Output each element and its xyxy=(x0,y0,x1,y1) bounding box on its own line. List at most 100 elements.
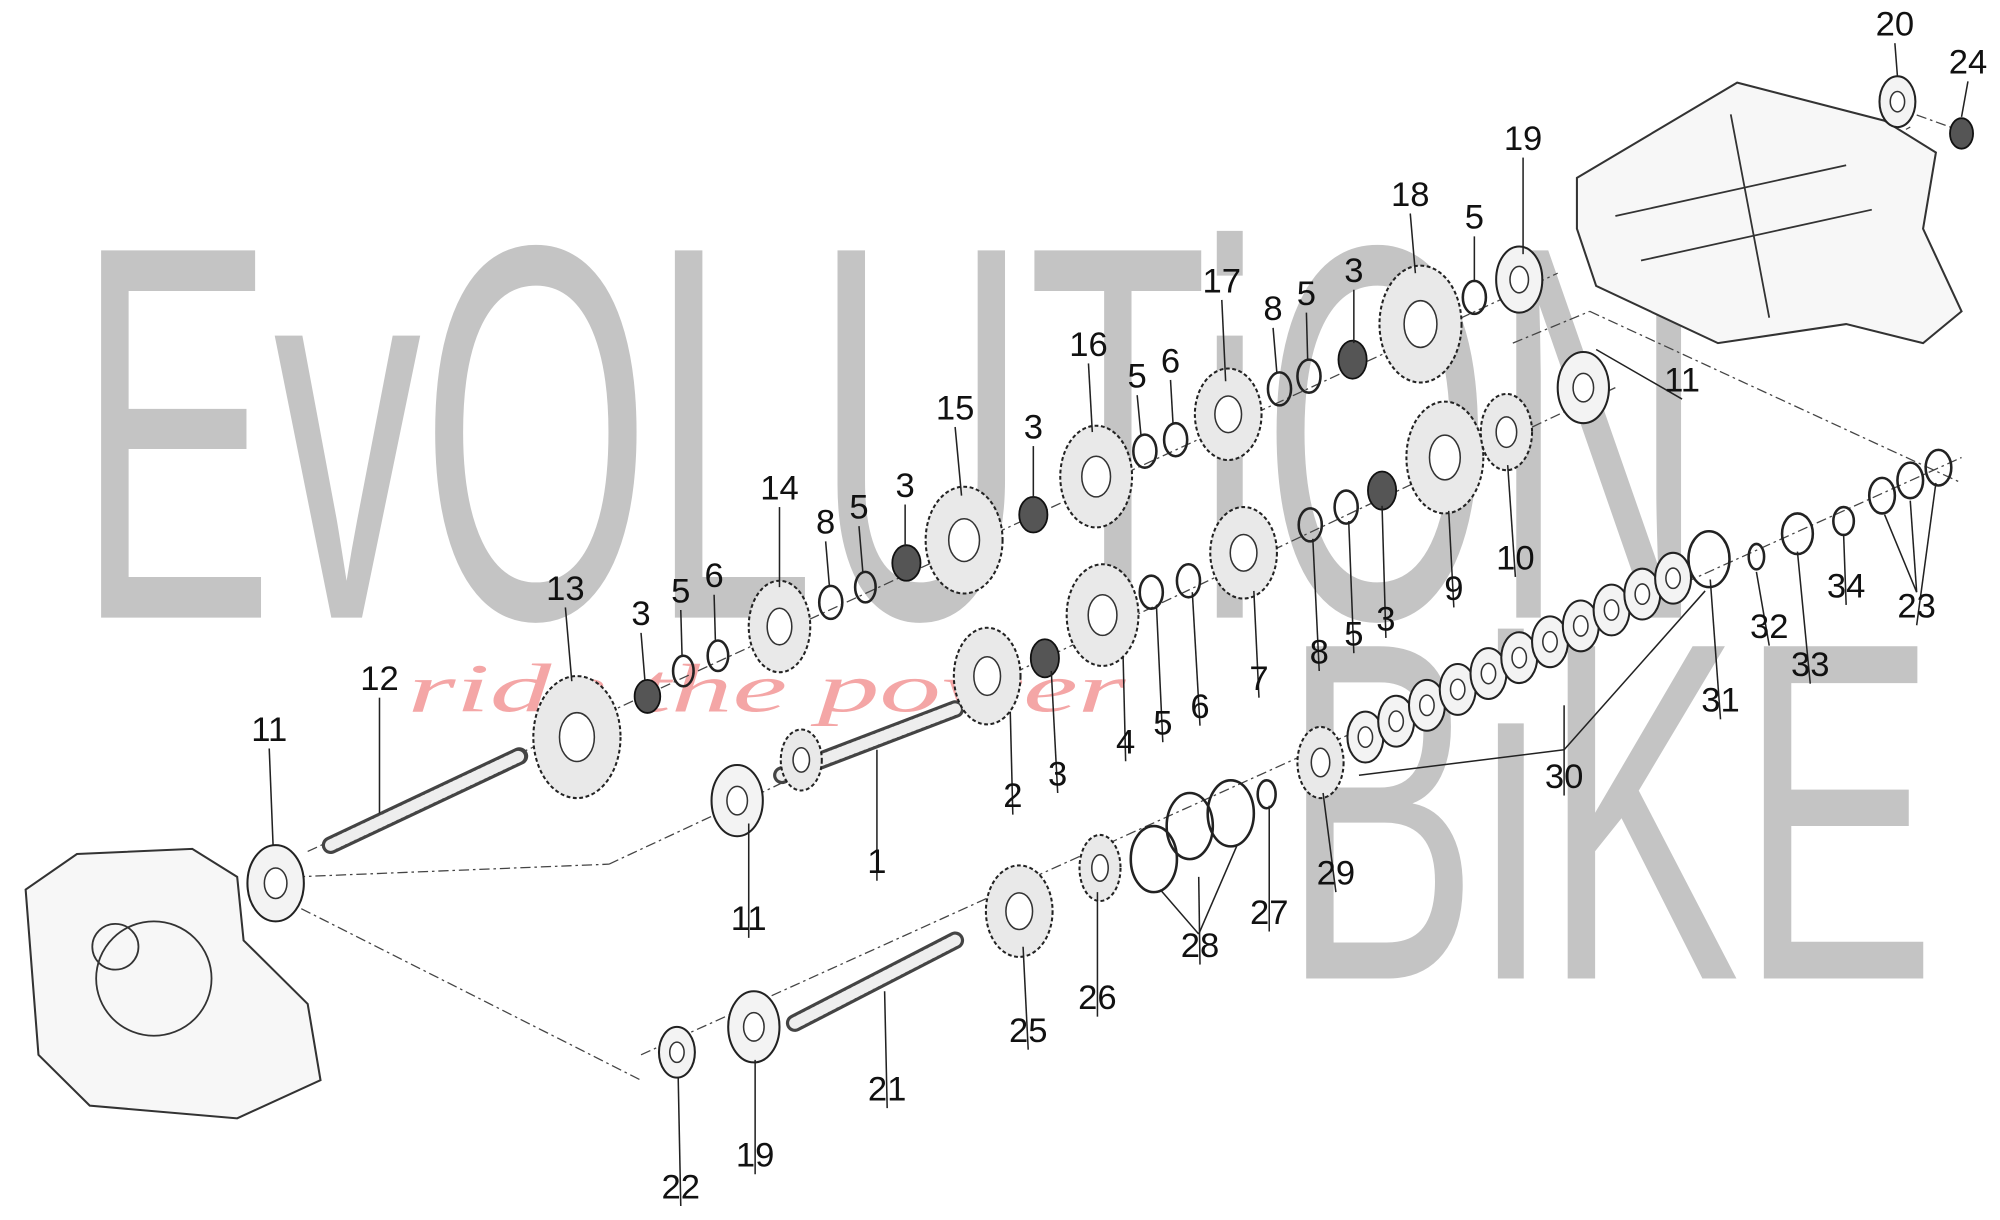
leader-line xyxy=(640,632,646,680)
callout-3: 3 xyxy=(1344,252,1363,290)
callout-19: 19 xyxy=(1504,120,1542,158)
washer-31 xyxy=(1687,529,1731,589)
callout-11: 11 xyxy=(731,900,767,938)
shim-28 xyxy=(1206,779,1256,848)
oil-seal-20-bore xyxy=(1889,90,1906,113)
washer-5 xyxy=(1138,574,1165,610)
shaft-12-splines xyxy=(325,750,525,851)
callout-5: 5 xyxy=(671,573,690,611)
callout-28: 28 xyxy=(1181,927,1219,965)
callout-31: 31 xyxy=(1701,682,1739,720)
callout-26: 26 xyxy=(1078,979,1116,1017)
clutch-disc-30-bore xyxy=(1572,614,1589,637)
callout-5: 5 xyxy=(1465,199,1484,237)
leader-line xyxy=(1909,500,1918,593)
callout-3: 3 xyxy=(896,467,915,505)
gear-2-bore xyxy=(973,656,1002,697)
leader-line xyxy=(1709,579,1722,720)
leader-line xyxy=(1155,604,1164,743)
leader-line xyxy=(1253,590,1260,698)
leader-line xyxy=(268,748,274,846)
callout-25: 25 xyxy=(1009,1012,1047,1050)
callout-16: 16 xyxy=(1069,326,1107,364)
callout-8: 8 xyxy=(816,504,835,542)
shim-28 xyxy=(1165,791,1215,861)
circlip-6 xyxy=(1162,421,1189,458)
leader-line xyxy=(1272,327,1278,374)
bearing-19-bore xyxy=(742,1011,765,1042)
washer-5 xyxy=(1296,358,1322,394)
crankcase-bore xyxy=(91,923,140,971)
callout-3: 3 xyxy=(631,595,650,633)
callout-4: 4 xyxy=(1116,724,1135,762)
leader-line xyxy=(1050,670,1059,794)
needle-bearing-3 xyxy=(1337,339,1368,380)
leader-line xyxy=(1447,510,1455,608)
leader-line xyxy=(1563,590,1706,751)
bearing-11-bore xyxy=(263,867,288,900)
clutch-disc-30-bore xyxy=(1511,646,1528,669)
gear-18-bore xyxy=(1403,299,1438,349)
leader-line xyxy=(824,541,831,588)
parts xyxy=(24,75,1974,1120)
circlip-6 xyxy=(1175,562,1202,599)
callout-8: 8 xyxy=(1310,634,1329,672)
leader-line xyxy=(1409,213,1417,274)
gear-7-bore xyxy=(1229,533,1258,572)
gear-16-bore xyxy=(1081,455,1112,498)
callout-7: 7 xyxy=(1249,660,1268,698)
axis-line xyxy=(300,908,642,1081)
callout-2: 2 xyxy=(1003,777,1022,815)
callout-6: 6 xyxy=(1161,342,1180,380)
callout-10: 10 xyxy=(1496,539,1534,577)
callout-23: 23 xyxy=(1897,588,1935,626)
leader-line xyxy=(1796,551,1812,684)
circlip-32 xyxy=(1747,542,1766,571)
axis-line xyxy=(294,863,610,878)
right-gearbox-cover xyxy=(1575,81,1963,345)
leader-line xyxy=(1894,43,1899,77)
leader-line xyxy=(883,991,888,1109)
leader-line xyxy=(677,1077,682,1207)
callout-34: 34 xyxy=(1827,567,1865,605)
leader-line xyxy=(1022,946,1029,1050)
callout-19: 19 xyxy=(736,1137,774,1175)
needle-bearing-3 xyxy=(1029,638,1060,679)
leader-line xyxy=(1595,348,1683,400)
callout-21: 21 xyxy=(868,1071,906,1109)
needle-bearing-3 xyxy=(633,679,662,714)
crankcase-bore xyxy=(95,920,213,1037)
hub-29-bore xyxy=(1310,747,1331,778)
leader-line xyxy=(1191,592,1201,726)
callout-30: 30 xyxy=(1545,758,1583,796)
callout-29: 29 xyxy=(1317,855,1355,893)
gear-14-bore xyxy=(766,607,793,646)
leader-line xyxy=(1960,81,1969,118)
leader-line xyxy=(1915,482,1937,626)
part-26-bore xyxy=(1091,853,1109,882)
washer-8 xyxy=(1266,371,1293,407)
callout-11: 11 xyxy=(1664,362,1700,400)
callout-5: 5 xyxy=(849,489,868,527)
callout-6: 6 xyxy=(704,557,723,595)
leader-line xyxy=(1305,312,1309,361)
clutch-disc-30-bore xyxy=(1665,567,1682,590)
leader-line xyxy=(1358,749,1565,776)
callout-32: 32 xyxy=(1750,608,1788,646)
leader-line xyxy=(564,607,573,682)
leader-line xyxy=(1322,792,1337,893)
bearing-11-bore xyxy=(1572,372,1595,403)
callout-33: 33 xyxy=(1791,646,1829,684)
left-crankcase-half xyxy=(24,847,322,1120)
callout-12: 12 xyxy=(360,660,398,698)
circlip-6 xyxy=(706,639,730,673)
leader-line xyxy=(858,526,864,572)
shim-28 xyxy=(1129,824,1179,894)
needle-bearing-3 xyxy=(891,544,922,582)
leader-line xyxy=(1159,889,1200,935)
callout-5: 5 xyxy=(1153,705,1172,743)
axis-line xyxy=(1512,310,1590,344)
callout-22: 22 xyxy=(662,1169,700,1207)
